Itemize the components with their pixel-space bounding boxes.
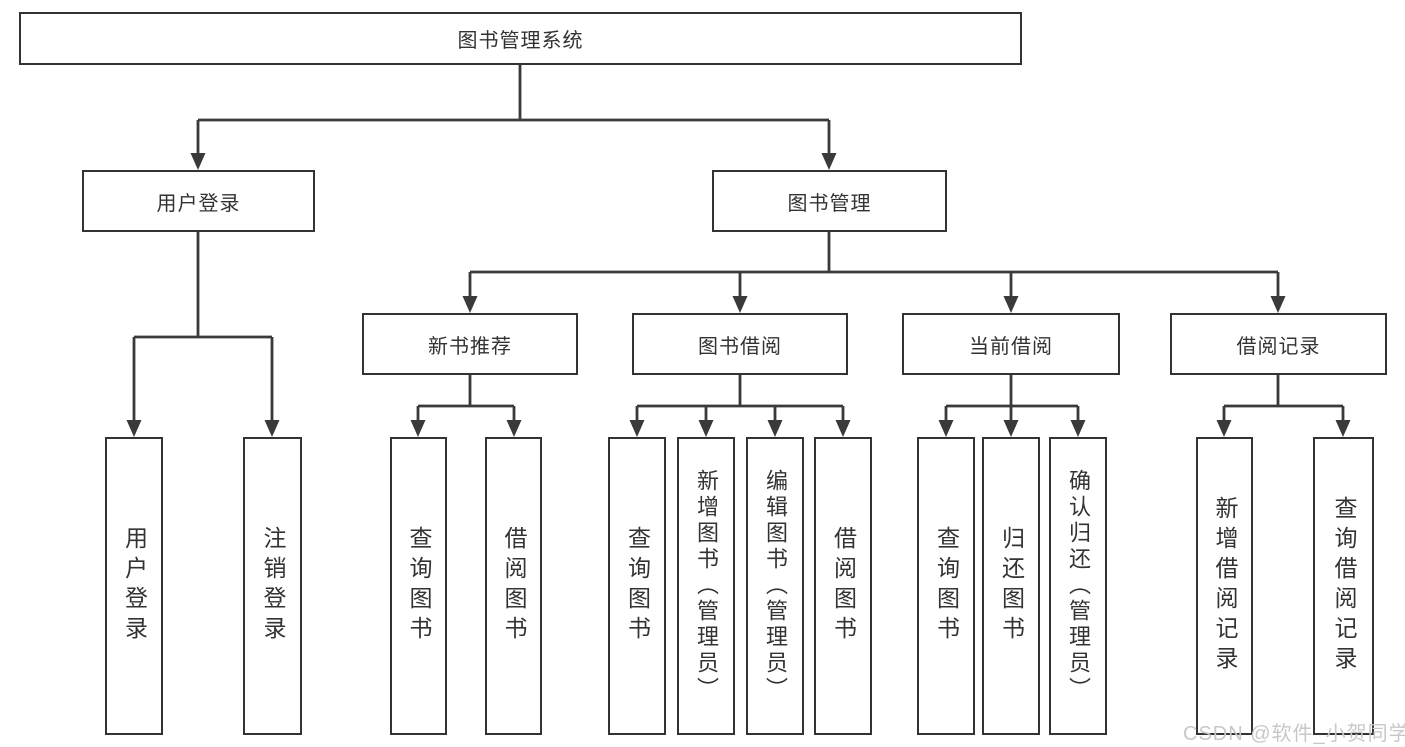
arrow-down-icon	[462, 296, 478, 313]
arrow-down-icon	[1216, 420, 1232, 437]
connector-user-login-to-children	[126, 232, 280, 437]
node-bb-add-book-admin: 新增图书（管理员）	[677, 437, 735, 735]
node-current-borrow: 当前借阅	[902, 313, 1120, 375]
node-logout: 注销登录	[243, 437, 302, 735]
arrow-down-icon	[732, 296, 748, 313]
node-bb-edit-book-admin: 编辑图书（管理员）	[746, 437, 804, 735]
node-bb-borrow-book: 借阅图书	[814, 437, 872, 735]
node-label: 查询图书	[624, 526, 651, 646]
node-new-book-recommend: 新书推荐	[362, 313, 578, 375]
node-cb-return-book: 归还图书	[982, 437, 1040, 735]
watermark: CSDN @软件_小贺同学	[1183, 723, 1405, 745]
node-label: 注销登录	[260, 526, 286, 646]
arrow-down-icon	[1003, 420, 1019, 437]
node-label: 用户登录	[156, 192, 241, 215]
connector-root-to-children	[190, 65, 837, 170]
node-label: 查询借阅记录	[1331, 496, 1357, 676]
node-label: 确认归还（管理员）	[1066, 469, 1091, 703]
arrow-down-icon	[1003, 296, 1019, 313]
arrow-down-icon	[506, 420, 522, 437]
node-user-login: 用户登录	[82, 170, 315, 232]
connector-book-management-to-children	[462, 232, 1286, 313]
node-nb-borrow-book: 借阅图书	[485, 437, 542, 735]
node-label: 新书推荐	[428, 335, 512, 358]
arrow-down-icon	[767, 420, 783, 437]
arrow-down-icon	[1270, 296, 1286, 313]
node-cb-confirm-return-admin: 确认归还（管理员）	[1049, 437, 1107, 735]
arrow-down-icon	[1070, 420, 1086, 437]
node-label: 归还图书	[998, 526, 1025, 646]
node-label: 借阅图书	[501, 526, 527, 646]
node-br-query-record: 查询借阅记录	[1313, 437, 1374, 735]
node-label: 查询图书	[406, 526, 432, 646]
node-label: 图书管理系统	[457, 30, 584, 52]
node-borrow-record: 借阅记录	[1170, 313, 1387, 375]
node-label: 新增借阅记录	[1212, 496, 1238, 676]
node-label: 用户登录	[121, 526, 148, 646]
node-label: 新增图书（管理员）	[694, 469, 719, 703]
node-label: 当前借阅	[969, 335, 1053, 358]
connector-new-book-to-children	[410, 375, 522, 437]
node-br-add-record: 新增借阅记录	[1196, 437, 1253, 735]
node-label: 图书借阅	[698, 335, 782, 358]
connector-borrow-record-to-children	[1216, 375, 1351, 437]
arrow-down-icon	[821, 153, 837, 170]
node-bb-query-book: 查询图书	[608, 437, 666, 735]
arrow-down-icon	[938, 420, 954, 437]
node-book-borrow: 图书借阅	[632, 313, 848, 375]
arrow-down-icon	[1335, 420, 1351, 437]
arrow-down-icon	[190, 153, 206, 170]
arrow-down-icon	[410, 420, 426, 437]
arrow-down-icon	[126, 420, 142, 437]
arrow-down-icon	[835, 420, 851, 437]
arrow-down-icon	[264, 420, 280, 437]
node-cb-query-book: 查询图书	[917, 437, 975, 735]
connector-current-borrow-to-children	[938, 375, 1086, 437]
connector-book-borrow-to-children	[629, 375, 851, 437]
node-label: 借阅图书	[830, 526, 857, 646]
node-user-login-leaf: 用户登录	[105, 437, 163, 735]
node-nb-query-book: 查询图书	[390, 437, 447, 735]
node-book-management: 图书管理	[712, 170, 947, 232]
node-label: 编辑图书（管理员）	[763, 469, 788, 703]
node-root: 图书管理系统	[19, 12, 1022, 65]
arrow-down-icon	[698, 420, 714, 437]
arrow-down-icon	[629, 420, 645, 437]
node-label: 图书管理	[787, 192, 872, 215]
node-label: 查询图书	[933, 526, 960, 646]
node-label: 借阅记录	[1236, 335, 1321, 358]
